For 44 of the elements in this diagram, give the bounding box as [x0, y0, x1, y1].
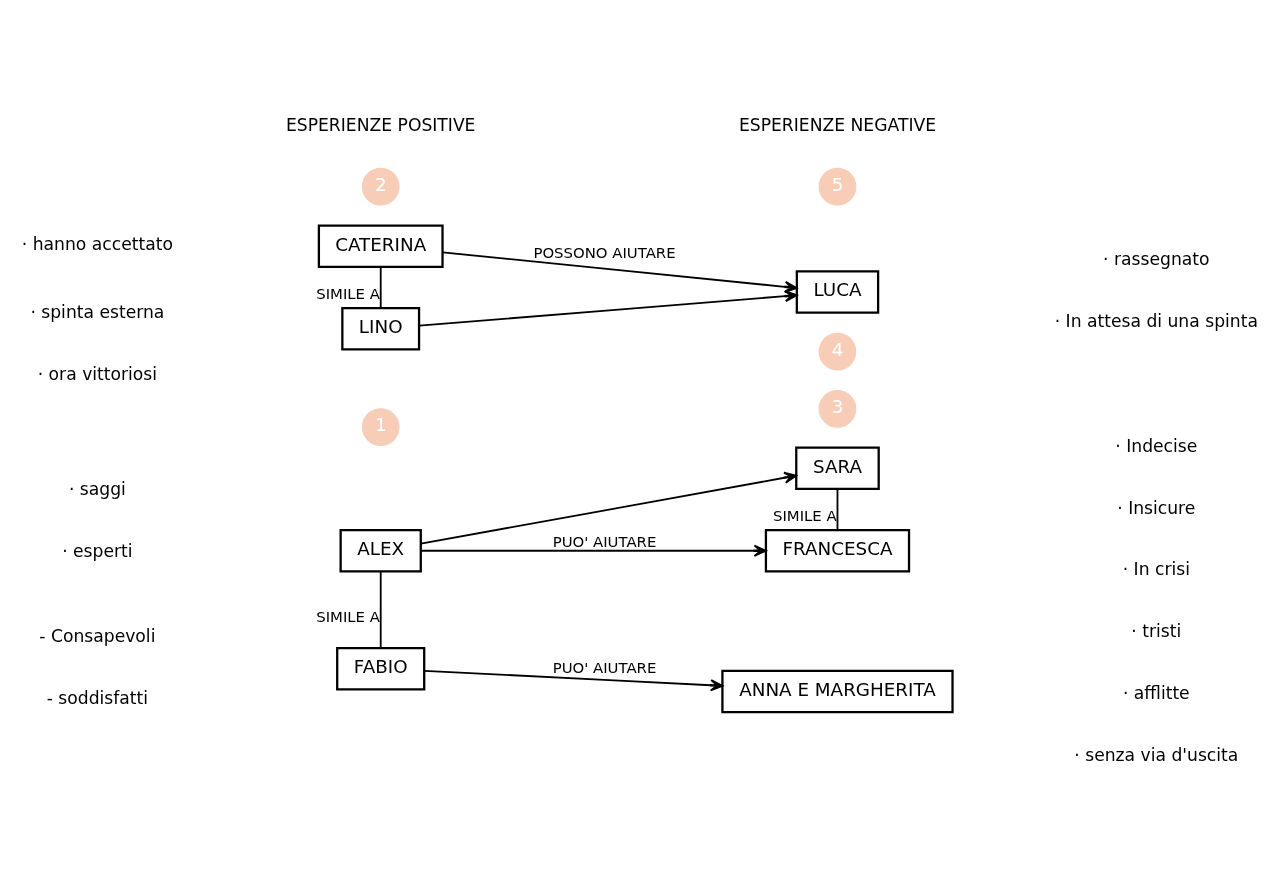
edge-label: SIMILE A: [773, 507, 837, 526]
arrow: [420, 544, 767, 557]
node-box: ANNA E MARGHERITA: [721, 669, 954, 714]
label: · Indecise: [1115, 435, 1198, 456]
node-box: SARA: [795, 446, 880, 491]
label: · esperti: [62, 541, 133, 562]
label: · tristi: [1131, 621, 1182, 642]
label: - Consapevoli: [39, 625, 156, 646]
label: · In attesa di una spinta: [1054, 310, 1258, 331]
label: ESPERIENZE NEGATIVE: [738, 115, 937, 136]
node-box: LUCA: [795, 270, 880, 314]
edge-label: PUO' AIUTARE: [552, 658, 657, 677]
label: · afflitte: [1122, 683, 1190, 703]
node-circle: 3: [818, 389, 857, 428]
node-box: CATERINA: [317, 224, 444, 268]
label: - soddisfatti: [46, 687, 149, 708]
node-circle: 5: [818, 167, 857, 206]
label: · Insicure: [1117, 497, 1196, 518]
arrow: [423, 669, 724, 692]
arrow: [441, 251, 798, 293]
edge-label: POSSONO AIUTARE: [533, 244, 676, 263]
label: ESPERIENZE POSITIVE: [285, 115, 476, 136]
label: · hanno accettato: [21, 234, 173, 255]
edge-label: SIMILE A: [316, 607, 380, 626]
edge-label: SIMILE A: [316, 285, 380, 304]
node-box: ALEX: [339, 529, 422, 573]
label: · rassegnato: [1103, 249, 1210, 270]
node-circle: 1: [361, 408, 400, 446]
connector: [836, 488, 839, 531]
node-box: LINO: [341, 306, 421, 351]
arrow: [418, 290, 798, 327]
label: · senza via d'uscita: [1074, 744, 1239, 765]
connector: [379, 266, 382, 309]
edge-label: PUO' AIUTARE: [552, 532, 657, 551]
node-box: FABIO: [336, 646, 426, 691]
label: · saggi: [68, 479, 126, 500]
arrow: [420, 471, 798, 545]
node-box: FRANCESCA: [764, 529, 911, 573]
node-circle: 2: [361, 167, 400, 206]
label: · In crisi: [1122, 559, 1190, 580]
connector: [379, 570, 382, 649]
node-circle: 4: [818, 332, 857, 371]
label: · ora vittoriosi: [37, 363, 158, 384]
label: · spinta esterna: [30, 301, 165, 322]
